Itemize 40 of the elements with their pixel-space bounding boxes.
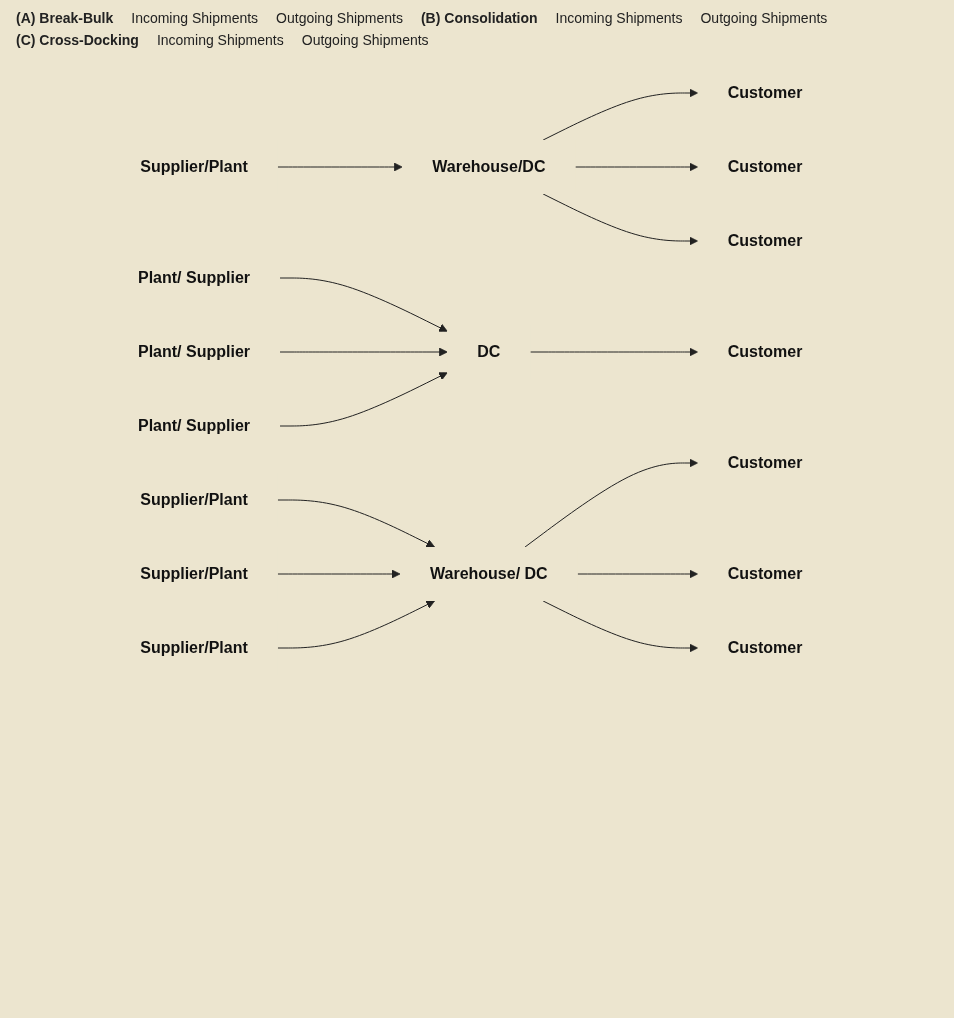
arrow: [574, 162, 698, 172]
node-text: Supplier/Plant: [140, 158, 248, 175]
arrow: [529, 347, 698, 357]
arrow: [542, 193, 698, 246]
node-text: Supplier/Plant: [140, 565, 248, 582]
node-text: Customer: [727, 639, 803, 656]
arrow: [277, 499, 435, 548]
arrow: [279, 347, 448, 357]
node-text: DC: [477, 343, 501, 360]
arrow: [279, 277, 448, 332]
arrow: [277, 600, 435, 649]
arrow: [542, 88, 698, 141]
node-text: Customer: [727, 158, 803, 175]
arrow: [542, 600, 698, 653]
node-text: Customer: [727, 232, 803, 249]
node-text: Plant/ Supplier: [137, 269, 250, 286]
node-text: Customer: [727, 565, 803, 582]
node-text: Warehouse/ DC: [429, 565, 548, 582]
arrow: [524, 458, 698, 548]
flow-caption: Incoming Shipments: [131, 10, 259, 26]
arrow: [277, 162, 403, 172]
node-text: Supplier/Plant: [140, 491, 248, 508]
flow-caption: Incoming Shipments: [555, 10, 683, 26]
node-text: Plant/ Supplier: [137, 417, 250, 434]
node-text: Plant/ Supplier: [137, 343, 250, 360]
node-text: Warehouse/DC: [432, 158, 546, 175]
flow-caption: Outgoing Shipments: [276, 10, 403, 26]
flow-caption: Outgoing Shipments: [700, 10, 828, 26]
arrow: [279, 372, 448, 427]
section-title: (B) Consolidation: [420, 10, 538, 26]
node-text: Customer: [727, 84, 803, 101]
node-text: Supplier/Plant: [140, 639, 248, 656]
node-text: Customer: [727, 343, 803, 360]
section-title: (C) Cross-Docking: [16, 32, 139, 48]
arrow: [277, 569, 401, 579]
flow-caption: Outgoing Shipments: [301, 32, 429, 48]
arrow: [577, 569, 698, 579]
flow-caption: Incoming Shipments: [156, 32, 284, 48]
node-text: Customer: [727, 454, 803, 471]
section-title: (A) Break-Bulk: [16, 10, 114, 26]
